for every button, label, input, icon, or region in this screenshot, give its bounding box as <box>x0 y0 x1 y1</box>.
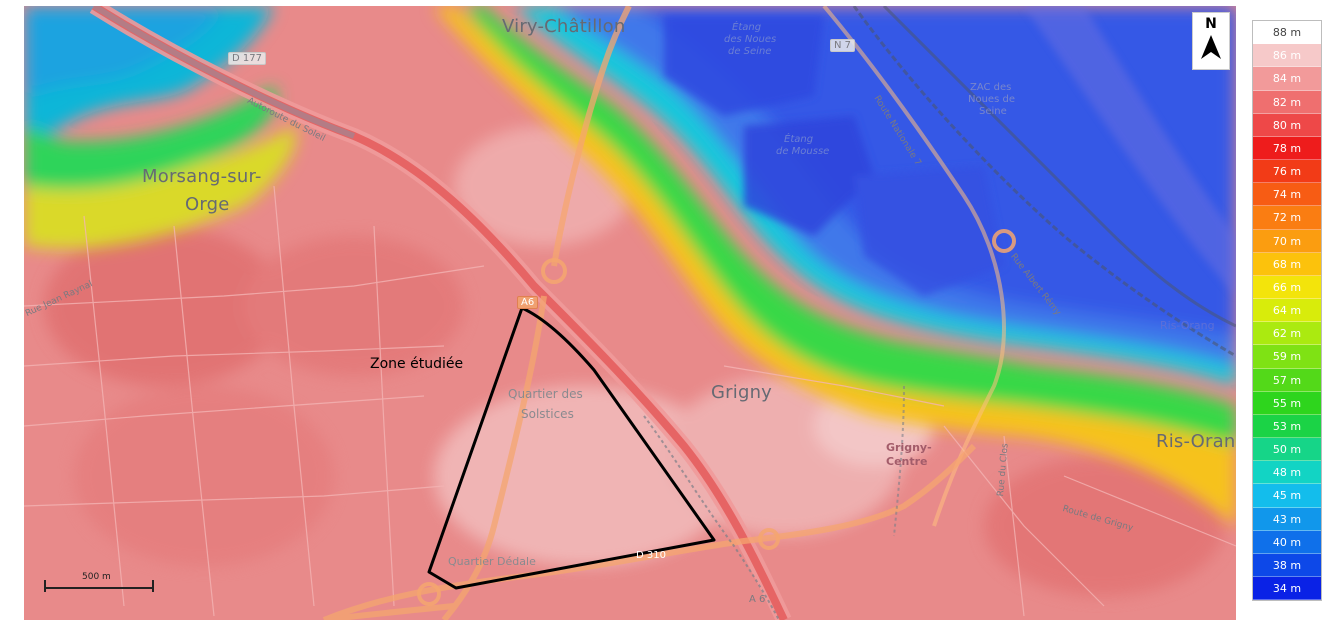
place-ris-orangis-small: Ris-Orang <box>1160 319 1215 332</box>
legend-item: 74 m <box>1253 183 1321 207</box>
north-arrow-letter: N <box>1205 16 1217 32</box>
road-n7: N 7 <box>830 39 856 52</box>
legend-item: 76 m <box>1253 160 1321 184</box>
legend-item: 84 m <box>1253 67 1321 91</box>
legend-item: 38 m <box>1253 553 1321 578</box>
place-morsang-line1: Morsang-sur- <box>142 166 262 187</box>
legend-item: 45 m <box>1253 484 1321 508</box>
legend-item: 59 m <box>1253 345 1321 369</box>
legend-item: 66 m <box>1253 275 1321 300</box>
legend-item: 72 m <box>1253 206 1321 230</box>
legend-item: 57 m <box>1253 368 1321 392</box>
place-morsang-line2: Orge <box>185 194 230 215</box>
legend-item: 82 m <box>1253 90 1321 114</box>
study-zone-outline <box>427 306 716 590</box>
scale-bar-label: 500 m <box>82 572 111 582</box>
place-grigny-centre-line1: Grigny- <box>886 441 932 454</box>
legend-item: 50 m <box>1253 438 1321 462</box>
zone-etudiee-label: Zone étudiée <box>370 356 464 372</box>
place-grigny-centre-line2: Centre <box>886 455 928 468</box>
zac-label-2: Noues de <box>968 94 1015 105</box>
legend-item: 34 m <box>1253 577 1321 601</box>
scale-bar: 500 m <box>44 572 156 598</box>
zac-label-3: Seine <box>979 106 1007 117</box>
legend-item: 40 m <box>1253 530 1321 554</box>
road-d310: D 310 <box>636 550 666 561</box>
lake-label-1a: Étang <box>732 22 762 33</box>
legend-item: 64 m <box>1253 299 1321 323</box>
place-viry-chatillon: Viry-Châtillon <box>502 16 626 37</box>
legend-item: 88 m <box>1253 21 1321 45</box>
place-ris-orangis: Ris-Oran <box>1156 431 1236 452</box>
lake-label-2b: de Mousse <box>776 146 830 157</box>
north-arrow: N <box>1192 12 1230 70</box>
legend-item: 80 m <box>1253 113 1321 137</box>
lake-label-1c: de Seine <box>728 46 772 57</box>
place-quartier-dedale: Quartier Dédale <box>448 555 536 568</box>
zac-label-1: ZAC des <box>970 82 1012 93</box>
legend-item: 70 m <box>1253 229 1321 253</box>
elevation-map[interactable]: Viry-Châtillon Morsang-sur- Orge Grigny … <box>24 6 1236 620</box>
legend-item: 62 m <box>1253 322 1321 346</box>
lake-label-1b: des Noues <box>724 34 777 45</box>
lake-label-2a: Étang <box>784 134 814 145</box>
road-d177: D 177 <box>228 52 266 65</box>
legend-item: 86 m <box>1253 44 1321 68</box>
place-grigny: Grigny <box>711 382 773 403</box>
legend-item: 43 m <box>1253 507 1321 531</box>
place-quartier-solstices-line1: Quartier des <box>508 387 583 401</box>
scale-bar-line <box>44 580 154 592</box>
legend-item: 68 m <box>1253 252 1321 276</box>
place-quartier-solstices-line2: Solstices <box>521 407 574 421</box>
road-a6-shield: A6 <box>517 296 539 309</box>
north-arrow-icon <box>1201 35 1221 59</box>
legend-item: 55 m <box>1253 391 1321 415</box>
road-a6: A 6 <box>749 594 766 605</box>
map-terrain <box>24 6 1236 620</box>
legend-item: 78 m <box>1253 136 1321 161</box>
legend-item: 48 m <box>1253 461 1321 485</box>
legend-item: 53 m <box>1253 414 1321 439</box>
